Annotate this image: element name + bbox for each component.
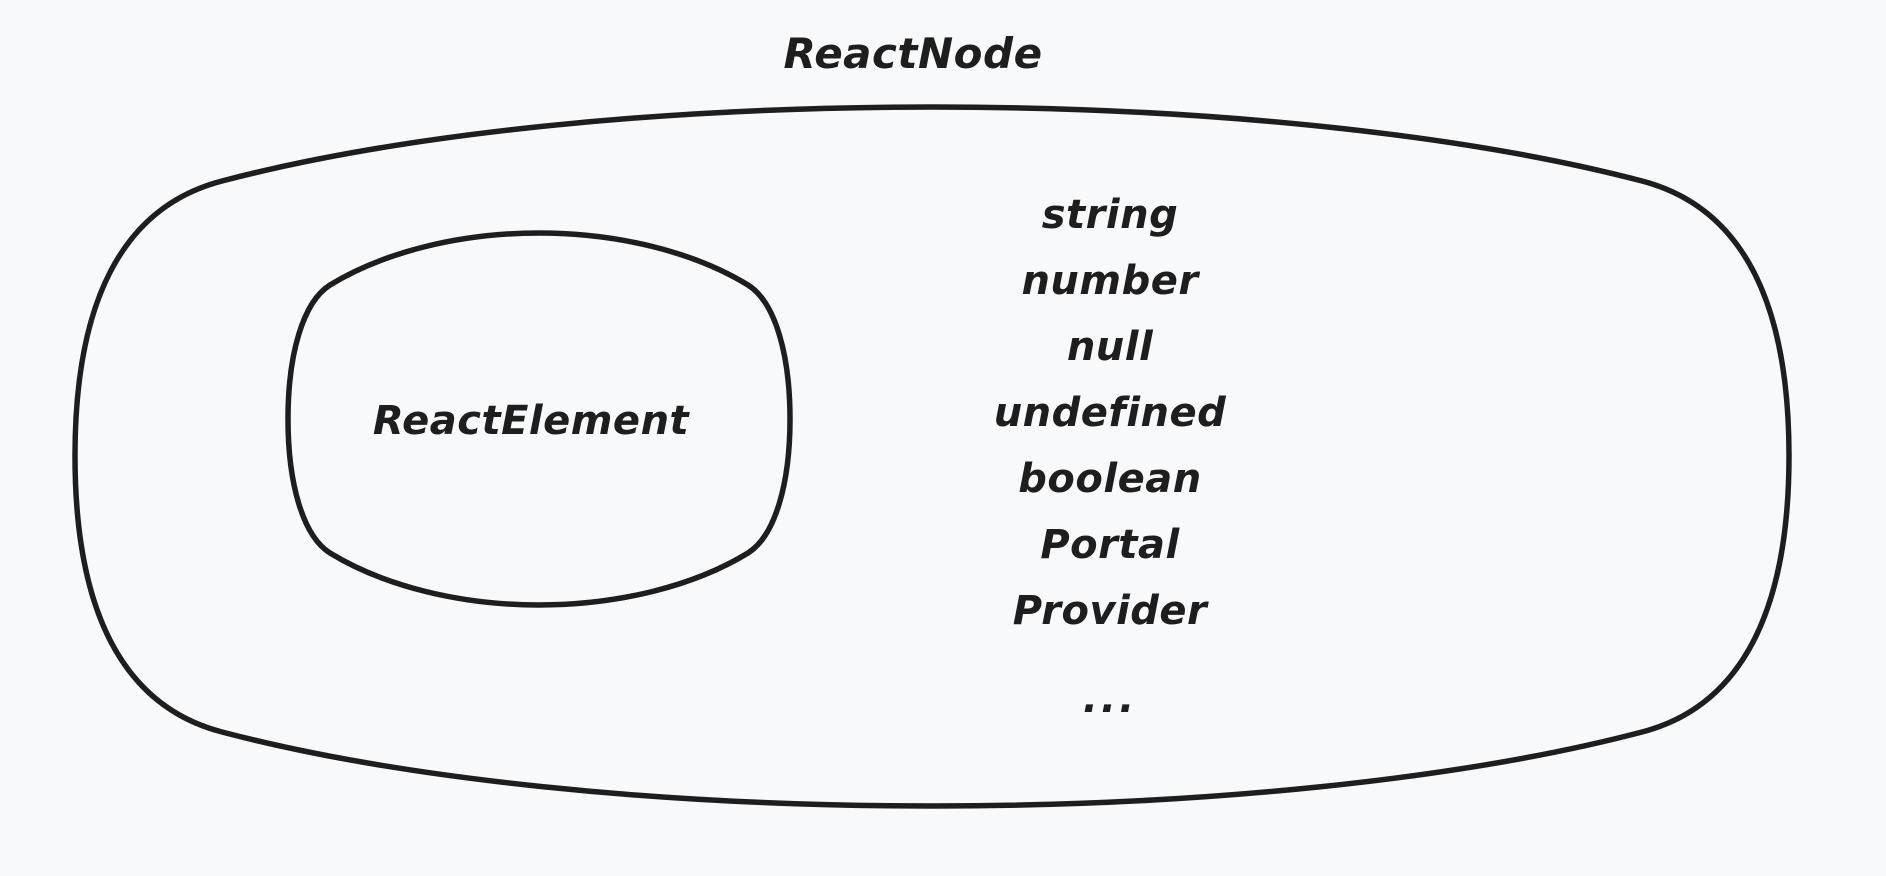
list-item: undefined <box>993 390 1227 436</box>
list-item: Provider <box>1012 588 1208 634</box>
page-title: ReactNode <box>783 29 1043 78</box>
list-item: number <box>1021 258 1199 304</box>
list-item: string <box>1041 192 1179 238</box>
member-list: string number null undefined boolean Por… <box>900 182 1320 732</box>
list-item: boolean <box>1018 456 1202 502</box>
list-item: null <box>1066 324 1154 370</box>
outer-ellipse-reactnode[interactable] <box>72 104 1792 809</box>
list-item-ellipsis: ... <box>1082 676 1138 722</box>
list-item: Portal <box>1040 522 1180 568</box>
inner-ellipse-reactelement[interactable] <box>285 230 793 608</box>
inner-set-label: ReactElement <box>372 398 690 444</box>
